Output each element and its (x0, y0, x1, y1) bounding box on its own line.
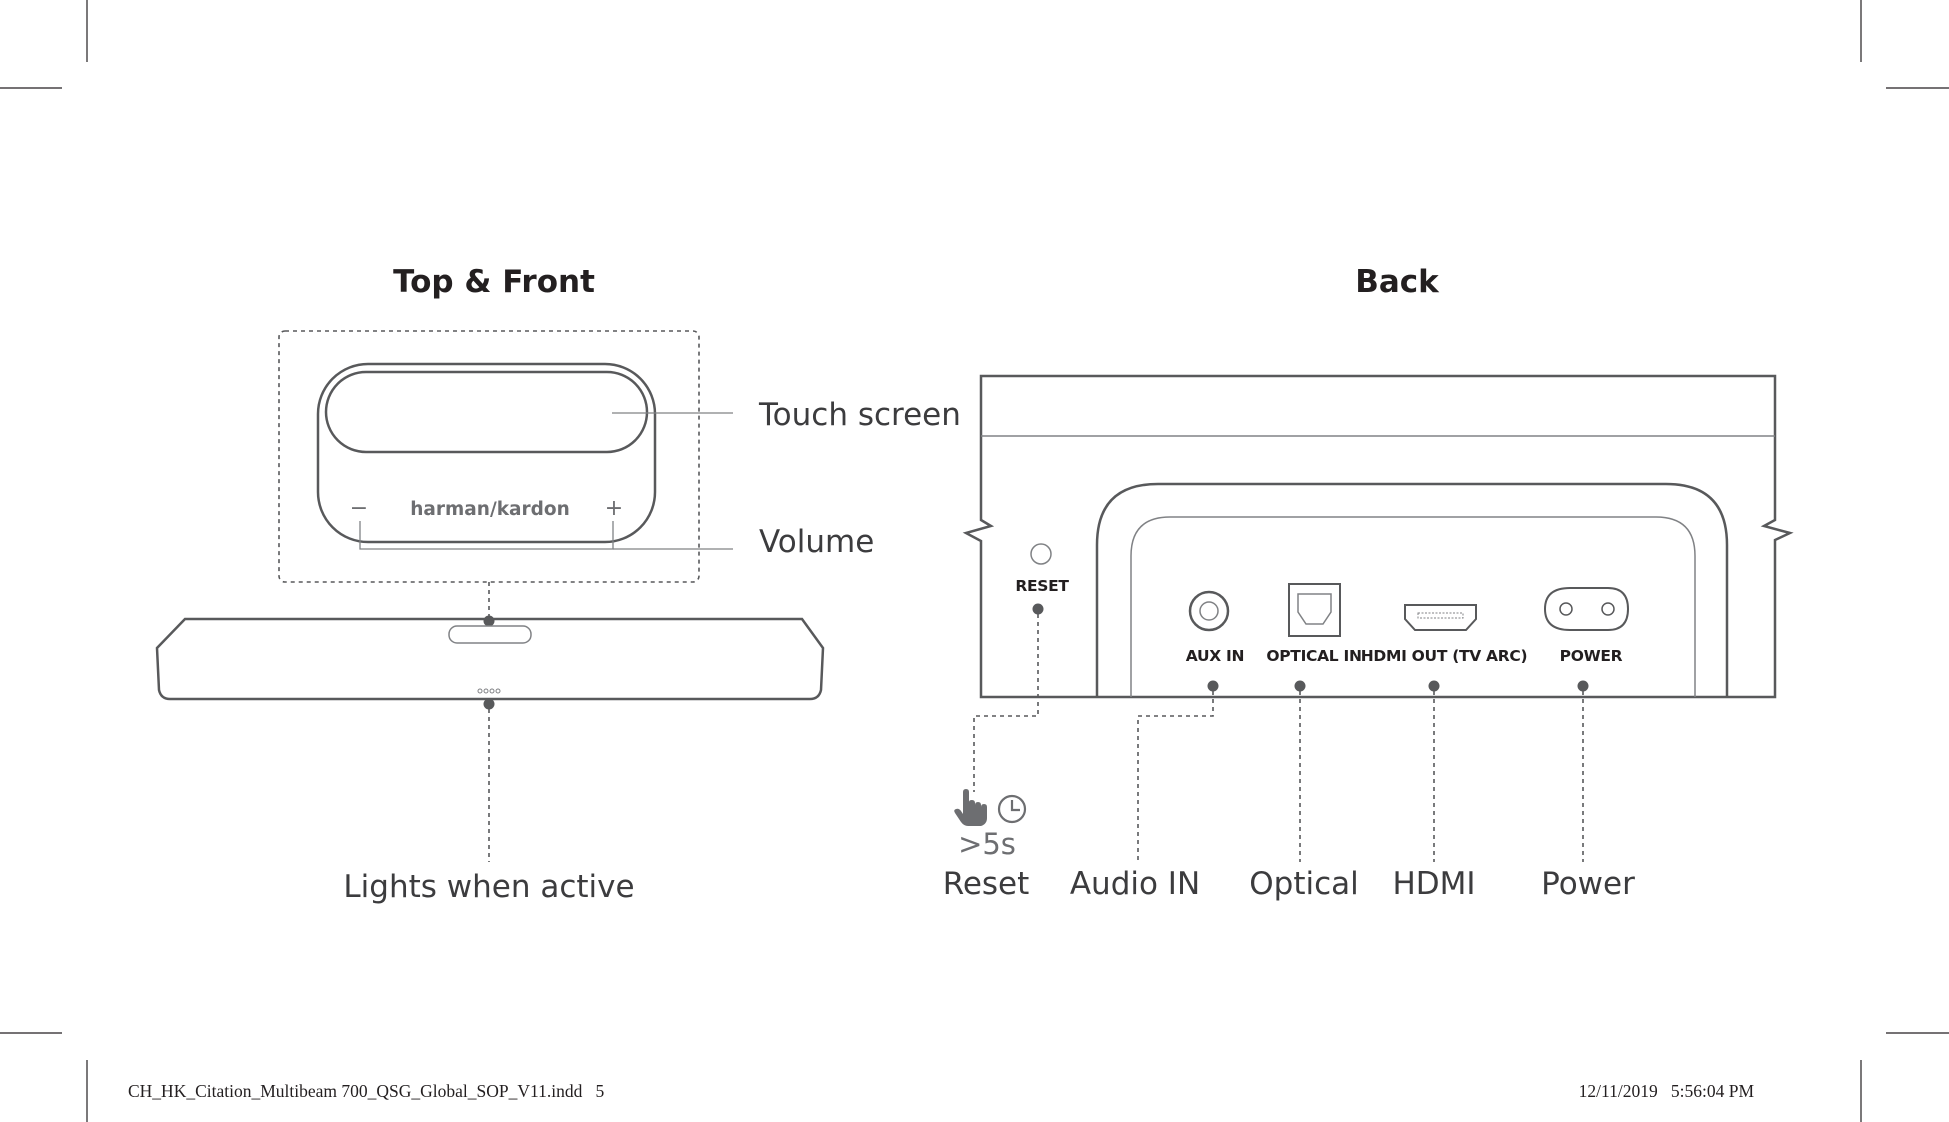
top-front-title: Top & Front (393, 264, 595, 300)
brand-logo: harman/kardon (410, 499, 570, 520)
reset-port-label: RESET (1015, 577, 1069, 595)
soundbar-back-body (962, 374, 1794, 699)
hdmi-out-label: HDMI OUT (TV ARC) (1361, 647, 1528, 665)
top-panel-indicator (448, 625, 532, 644)
aux-jack-icon (1188, 590, 1230, 632)
back-illustration: RESET AUX IN OPTICAL IN HDMI OUT (TV ARC… (954, 374, 1794, 862)
top-control-panel (316, 362, 657, 544)
hand-press-icon (954, 789, 987, 826)
connector-recess-inner (1130, 516, 1696, 697)
callout-audio-in: Audio IN (1070, 866, 1200, 902)
connector-recess-outer (1095, 482, 1729, 697)
power-label: POWER (1560, 647, 1623, 665)
volume-minus-icon: − (350, 496, 368, 521)
volume-bracket (359, 521, 614, 550)
hold-time-label: >5s (958, 827, 1016, 861)
footer-filename: CH_HK_Citation_Multibeam 700_QSG_Global_… (128, 1081, 604, 1101)
soundbar-front (155, 617, 825, 701)
power-socket-icon (1543, 587, 1630, 631)
reset-button-icon (1030, 543, 1052, 565)
callout-optical: Optical (1249, 866, 1359, 902)
clock-icon (997, 794, 1027, 824)
back-title: Back (1355, 264, 1440, 300)
top-front-illustration: harman/kardon − + (155, 330, 825, 862)
status-lights (477, 688, 501, 694)
optical-port-icon (1288, 583, 1341, 637)
footer-timestamp: 12/11/2019 5:56:04 PM (1579, 1081, 1755, 1101)
volume-plus-icon: + (605, 496, 623, 521)
callout-lights-when-active: Lights when active (343, 869, 634, 905)
callout-volume: Volume (759, 524, 874, 560)
callout-power: Power (1541, 866, 1635, 902)
aux-in-label: AUX IN (1186, 647, 1244, 665)
top-panel-detail-box (278, 330, 700, 583)
touch-screen-area (324, 370, 649, 454)
callout-hdmi: HDMI (1392, 866, 1475, 902)
callout-touch-screen: Touch screen (758, 397, 961, 433)
hdmi-port-icon (1404, 604, 1477, 631)
callout-reset: Reset (943, 866, 1030, 902)
optical-in-label: OPTICAL IN (1266, 647, 1361, 665)
